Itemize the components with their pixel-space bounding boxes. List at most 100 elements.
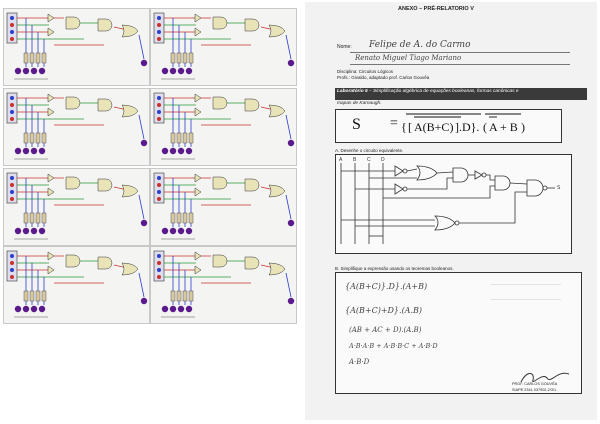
svg-text:): ) [521, 120, 525, 134]
not-gate-icon [47, 13, 55, 37]
and-gate-icon [65, 16, 113, 32]
svg-text:].D}.: ].D}. [455, 120, 479, 134]
input-label-b: B [353, 157, 357, 163]
circuit-schematic [6, 250, 148, 318]
or-gate-icon [268, 184, 286, 198]
equation-s-label: S [352, 116, 361, 133]
led-icon [14, 59, 148, 75]
professor-stamp-1: PROF. CARLOS GOUVÊA [512, 382, 558, 386]
circuit-panel-3 [3, 88, 150, 166]
circuit-panel-8 [150, 246, 297, 324]
led-icon [161, 297, 295, 313]
sheet-header: ANEXO – PRÉ-RELATORIO V [398, 6, 474, 12]
nome-label: Nome: [337, 44, 352, 50]
or-gate-icon [268, 262, 286, 276]
equation-expression: { [ A(B+C) ].D}. ( A + B ) [401, 113, 525, 134]
not-gate-icon [47, 93, 55, 117]
not-gate-icon [47, 173, 55, 197]
input-switch-icon [153, 250, 165, 282]
not-gate-icon [194, 13, 202, 37]
or-gate-icon [268, 24, 286, 38]
step-5: A·B·D [349, 358, 370, 366]
input-label-d: D [381, 157, 385, 163]
signature [520, 372, 570, 383]
worksheet: ANEXO – PRÉ-RELATORIO V Nome: Felipe de … [305, 2, 597, 420]
input-label-c: C [367, 157, 371, 163]
equation-box [335, 109, 562, 143]
or-gate-icon [121, 184, 139, 198]
and-gate-icon [65, 176, 113, 192]
input-switch-icon [153, 12, 165, 44]
lab-title-rest: – Simplificação algébrica de equações bo… [367, 89, 519, 94]
circuit-schematic [153, 12, 295, 80]
led-icon [161, 59, 295, 75]
lab-title: Laboratório 5 – Simplificação algébrica … [337, 89, 519, 94]
professors-text: Profs.: Givaldo, adaptado prof. Carlos G… [337, 75, 430, 80]
lab-title-bold: Laboratório 5 [337, 89, 368, 94]
svg-text:{: { [401, 120, 407, 134]
input-switch-icon [153, 172, 165, 204]
professor-stamp-2: SIAPE 2341 037902-2/3/1 [512, 388, 557, 392]
or-gate-icon [121, 104, 139, 118]
svg-text:A(B+C): A(B+C) [414, 120, 453, 134]
circuit-panel-1 [3, 8, 150, 86]
circuit-schematic [6, 172, 148, 240]
led-icon [14, 139, 148, 155]
input-switch-icon [6, 92, 18, 124]
step-4: A·B·A·B + A·B·B·C + A·B·D [349, 342, 438, 350]
handwritten-name-2: Renato Miguel Tiago Mariano [355, 54, 462, 62]
and-gate-icon [65, 96, 113, 112]
or-gate-icon [121, 262, 139, 276]
step-1: {A(B+C)}.D}.(A+B) [345, 282, 428, 291]
not-gate-icon [194, 93, 202, 117]
output-label-s: S [557, 185, 561, 191]
circuit-schematic [6, 92, 148, 160]
resistor-icon [23, 290, 47, 302]
circuit-panel-4 [150, 88, 297, 166]
discipline-text: Disciplina: Circuitos Lógicos [337, 69, 394, 74]
not-gate-icon [194, 173, 202, 197]
circuit-panel-5 [3, 168, 150, 246]
resistor-icon [170, 290, 194, 302]
and-gate-icon [212, 176, 260, 192]
led-icon [161, 139, 295, 155]
equation-equals: = [390, 116, 398, 131]
or-gate-icon [268, 104, 286, 118]
and-gate-icon [212, 16, 260, 32]
step-3: (AB + AC + D).(A.B) [349, 326, 422, 334]
input-switch-icon [6, 172, 18, 204]
circuit-panel-6 [150, 168, 297, 246]
led-icon [161, 219, 295, 235]
not-gate-icon [194, 251, 202, 275]
svg-text:[: [ [408, 120, 412, 134]
circuit-schematic [153, 92, 295, 160]
simplification-box [335, 272, 582, 394]
hand-drawn-circuit: A B C D S [339, 157, 561, 244]
faint-scribble [491, 284, 561, 300]
circuit-schematic [153, 250, 295, 318]
step-2: {A(B+C)+D}.(A.B) [345, 306, 423, 315]
name-line-2 [350, 64, 570, 65]
circuit-schematic [6, 12, 148, 80]
circuit-panel-2 [150, 8, 297, 86]
lab-title-bar [335, 88, 587, 100]
handwritten-name-1: Felipe de A. do Carmo [369, 40, 471, 50]
input-label-a: A [339, 157, 343, 163]
or-gate-icon [121, 24, 139, 38]
lab-title-line2: mapas de Karnaugh. [337, 101, 382, 106]
resistor-icon [170, 212, 194, 224]
circuit-panel-7 [3, 246, 150, 324]
not-gate-icon [47, 251, 55, 275]
resistor-icon [23, 132, 47, 144]
circuit-schematic [153, 172, 295, 240]
and-gate-icon [212, 254, 260, 270]
led-icon [14, 219, 148, 235]
svg-text:A + B: A + B [489, 120, 518, 134]
led-icon [14, 297, 148, 313]
input-switch-icon [6, 250, 18, 282]
section-a-label: A. Desenhe o circuito equivalente. [335, 148, 404, 153]
and-gate-icon [212, 96, 260, 112]
resistor-icon [170, 132, 194, 144]
svg-text:(: ( [483, 120, 487, 134]
resistor-icon [23, 52, 47, 64]
